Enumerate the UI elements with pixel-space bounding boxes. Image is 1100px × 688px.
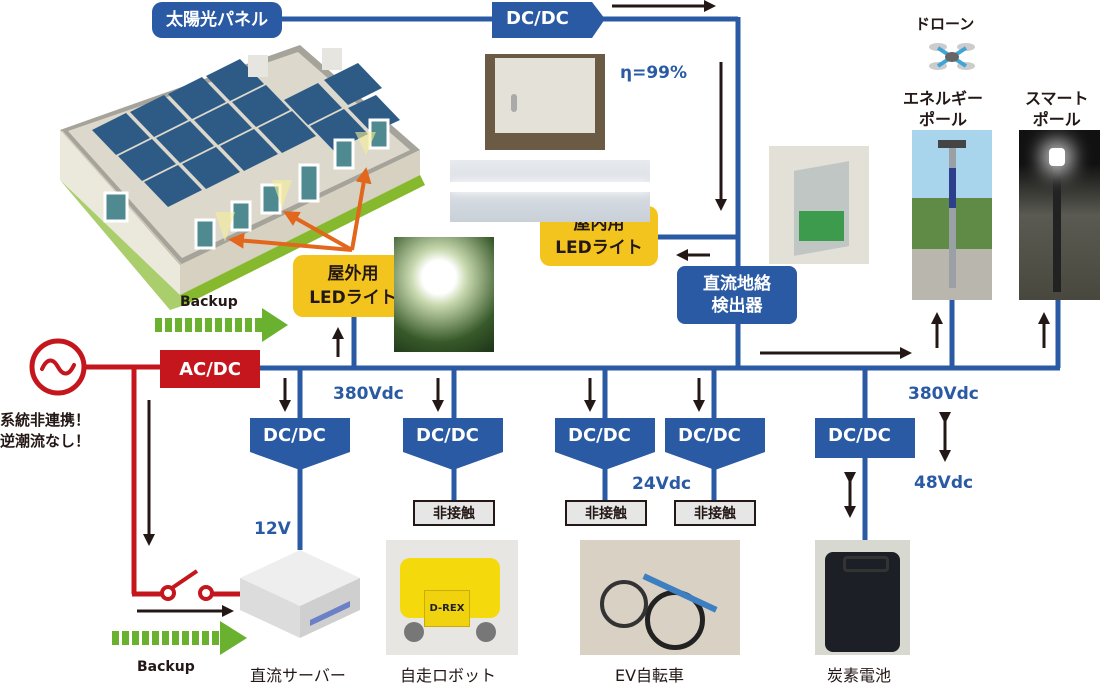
dcdc-shape-5 — [815, 418, 915, 458]
efficiency-label: η=99% — [620, 63, 688, 83]
carbon-battery-photo — [815, 540, 910, 655]
drone-label: ドローン — [915, 15, 975, 33]
ground-fault-detector-label: 直流地絡 検出器 — [677, 266, 797, 324]
smart-pole-label: スマート ポール — [1025, 88, 1089, 130]
smart-pole-photo — [1019, 130, 1100, 300]
outdoor-led-line1: 屋外用 — [327, 264, 379, 284]
ev-bicycle-photo — [580, 540, 740, 655]
energy-pole-line2: ポール — [919, 110, 968, 129]
indoor-led-line2: LEDライト — [555, 238, 643, 258]
dcdc-label-4: DC/DC — [678, 425, 741, 446]
bus-voltage-left: 380Vdc — [333, 384, 404, 404]
indoor-led-photo — [450, 160, 650, 222]
smart-pole-line2: ポール — [1032, 110, 1081, 129]
grid-note-line1: 系統非連携！ — [0, 411, 91, 429]
dc-server-illustration — [240, 550, 360, 638]
grid-note: 系統非連携！ 逆潮流なし！ — [0, 410, 90, 452]
backup-label-bottom: Backup — [137, 659, 195, 675]
bus-voltage-right: 380Vdc — [908, 384, 979, 404]
dcdc-shape-4 — [665, 418, 765, 470]
energy-pole-label: エネルギー ポール — [903, 88, 983, 130]
contactless-badge-robot: 非接触 — [413, 500, 495, 526]
outdoor-led-label: 屋外用 LEDライト — [293, 255, 413, 317]
switch-contact-right — [198, 585, 214, 601]
battery-voltage: 48Vdc — [914, 473, 974, 493]
caption-dc-server: 直流サーバー — [250, 666, 346, 685]
dcdc-label-2: DC/DC — [416, 425, 479, 446]
backup-arrow-top — [155, 308, 288, 342]
dcdc-label-5: DC/DC — [828, 425, 891, 446]
caption-robot: 自走ロボット — [400, 666, 497, 685]
contactless-badge-ev2: 非接触 — [674, 500, 756, 526]
robot-voltage: 24Vdc — [632, 474, 692, 494]
caption-carbon-battery: 炭素電池 — [827, 666, 892, 685]
outdoor-led-photo — [394, 237, 494, 352]
solar-panel-label: 太陽光パネル — [152, 2, 282, 38]
caption-ev-bicycle: EV自転車 — [615, 666, 685, 685]
acdc-converter: AC/DC — [160, 350, 260, 388]
contactless-badge-ev1: 非接触 — [565, 500, 647, 526]
switch-contact-left — [160, 585, 176, 601]
drone-icon — [929, 43, 975, 70]
ground-fault-line2: 検出器 — [711, 296, 763, 316]
dcdc-label-1: DC/DC — [263, 425, 326, 446]
dcdc-shape-2 — [403, 418, 503, 470]
dcdc-top-label: DC/DC — [506, 8, 569, 29]
dcdc-shape-1 — [250, 418, 350, 470]
grid-note-line2: 逆潮流なし！ — [0, 432, 91, 450]
dcdc-enclosure-photo — [485, 54, 605, 150]
outdoor-led-line2: LEDライト — [309, 288, 397, 308]
backup-label-top: Backup — [180, 294, 238, 310]
switch-blade — [170, 569, 199, 590]
robot-photo: D-REX — [386, 540, 518, 655]
smart-pole-line1: スマート — [1025, 89, 1089, 108]
ground-fault-detector-photo — [769, 146, 869, 264]
dcdc-top-shape — [492, 2, 605, 38]
energy-pole-photo — [912, 130, 992, 300]
server-voltage: 12V — [254, 519, 291, 539]
robot-brand-text: D-REX — [424, 590, 470, 627]
dcdc-label-3: DC/DC — [568, 425, 631, 446]
backup-arrow-bottom — [112, 621, 247, 655]
dcdc-shape-3 — [555, 418, 655, 470]
building-illustration — [60, 45, 425, 310]
energy-pole-line1: エネルギー — [903, 89, 984, 108]
ac-sine-icon — [40, 358, 76, 376]
ground-fault-line1: 直流地絡 — [703, 274, 771, 294]
